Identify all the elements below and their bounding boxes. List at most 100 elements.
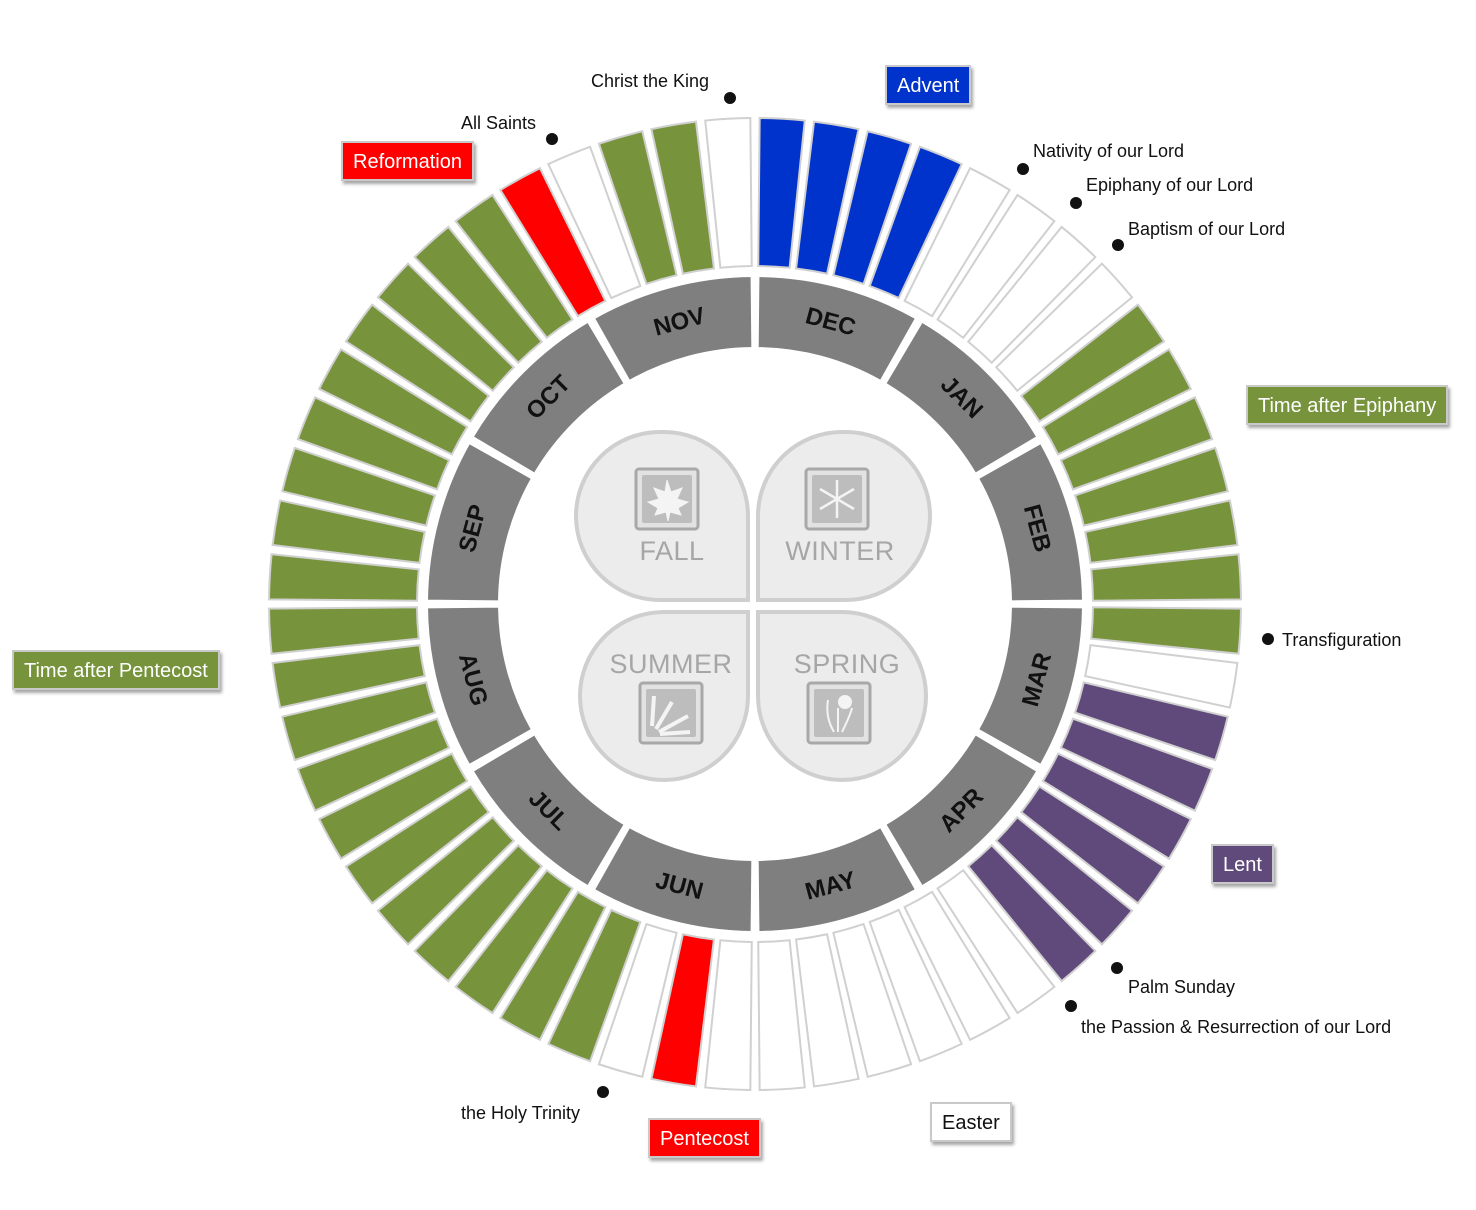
week-segment-green (271, 643, 426, 709)
lent-tag: Lent (1211, 844, 1274, 884)
baptism-note: Baptism of our Lord (1128, 219, 1286, 239)
week-segment-red (650, 933, 716, 1088)
snowflake-icon (804, 467, 870, 531)
week-segment-green (413, 843, 544, 983)
month-segment (426, 605, 534, 767)
week-segment-green (499, 890, 607, 1042)
month-segment (756, 275, 918, 383)
week-segment-green (1041, 348, 1193, 456)
season-winter: WINTER (756, 430, 933, 602)
week-segment-lent (1073, 681, 1229, 762)
epiphany-dot (1070, 197, 1082, 209)
week-segment-christmas (704, 117, 753, 269)
epiphany-note: Epiphany of our Lord (1086, 175, 1254, 195)
time-after-epiphany-tag: Time after Epiphany (1246, 385, 1449, 425)
nativity-note: Nativity of our Lord (1033, 141, 1185, 161)
baptism-dot (1112, 239, 1124, 251)
week-segment-christmas (547, 145, 642, 300)
week-segment-easter (704, 939, 753, 1091)
week-segment-lent (1059, 717, 1214, 812)
week-segment-green (281, 446, 437, 527)
pentecost-tag: Pentecost (648, 1118, 761, 1158)
week-segment-easter (903, 890, 1011, 1042)
christ-the-king-note: Christ the King (591, 71, 710, 91)
month-segment (756, 825, 918, 933)
week-segment-green (1073, 446, 1229, 527)
week-segment-green (597, 130, 678, 286)
maple-leaf-icon (634, 467, 700, 531)
week-segment-advent (832, 130, 913, 286)
week-segment-green (454, 868, 574, 1015)
holy-trinity-note: the Holy Trinity (461, 1103, 581, 1123)
week-segment-green (413, 225, 544, 365)
week-segment-easter (757, 939, 806, 1091)
advent-tag: Advent (885, 65, 972, 105)
week-segment-christmas (597, 922, 678, 1078)
week-segment-green (1019, 303, 1166, 423)
week-segment-green (1090, 606, 1242, 655)
month-segment (471, 320, 627, 476)
easter-tag: Easter (930, 1102, 1012, 1142)
month-segment (592, 825, 754, 933)
week-segment-easter (832, 922, 913, 1078)
week-segment-advent (757, 117, 806, 269)
season-fall: FALL (573, 430, 750, 602)
week-segment-green (271, 499, 426, 565)
week-segment-christmas (966, 225, 1097, 365)
passion-resurrection-dot (1065, 1000, 1077, 1012)
week-segment-green (317, 348, 469, 456)
time-after-pentecost-tag: Time after Pentecost (12, 650, 220, 690)
christ-the-king-dot (724, 92, 736, 104)
all-saints-dot (546, 133, 558, 145)
week-segment-lent (1019, 785, 1166, 905)
month-segment (883, 732, 1039, 888)
all-saints-note: All Saints (461, 113, 537, 133)
week-segment-advent (868, 145, 963, 300)
week-segment-lent (994, 815, 1134, 946)
palm-sunday-dot (1111, 962, 1123, 974)
week-segment-green (376, 262, 516, 393)
week-segment-green (1090, 553, 1242, 602)
week-segment-green (344, 303, 491, 423)
sun-rays-icon (638, 681, 704, 745)
week-segment-green (268, 553, 420, 602)
season-summer-label: SUMMER (610, 649, 733, 679)
week-segment-red (499, 166, 607, 318)
month-segment (592, 275, 754, 383)
week-segment-green (296, 717, 451, 812)
reformation-tag: Reformation (341, 141, 474, 181)
week-segment-green (1059, 396, 1214, 491)
holy-trinity-dot (597, 1086, 609, 1098)
week-segment-green (317, 752, 469, 860)
season-winter-label: WINTER (785, 536, 894, 566)
week-segment-green (650, 120, 716, 275)
week-segment-green (1084, 499, 1239, 565)
season-spring: SPRING (756, 610, 929, 783)
week-segment-christmas (1084, 643, 1239, 709)
week-segment-advent (794, 120, 860, 275)
week-segment-easter (794, 933, 860, 1088)
month-segment (883, 320, 1039, 476)
seasons-center: FALL WINTER SUMMER (573, 430, 933, 783)
month-segment (976, 605, 1084, 767)
season-spring-label: SPRING (794, 649, 901, 679)
month-segment (426, 441, 534, 603)
week-segment-lent (1041, 752, 1193, 860)
week-segment-easter (936, 868, 1056, 1015)
week-segment-green (344, 785, 491, 905)
season-summer: SUMMER (577, 610, 750, 783)
daffodil-icon (806, 681, 872, 745)
week-segment-lent (966, 843, 1097, 983)
week-segment-christmas (936, 193, 1056, 340)
nativity-dot (1017, 163, 1029, 175)
week-segment-christmas (994, 262, 1134, 393)
transfiguration-dot (1262, 633, 1274, 645)
weeks-ring (268, 117, 1242, 1091)
week-segment-green (454, 193, 574, 340)
month-segment (976, 441, 1084, 603)
week-segment-green (281, 681, 437, 762)
week-segment-green (547, 908, 642, 1063)
week-segment-easter (868, 908, 963, 1063)
